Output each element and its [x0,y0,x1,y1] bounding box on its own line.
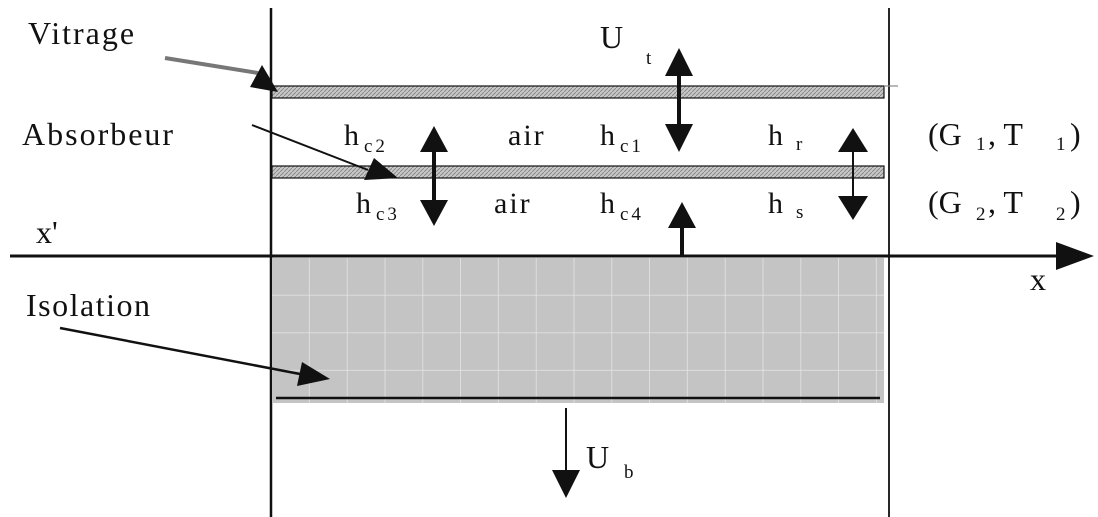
hc3-arrowhead-down [420,200,448,226]
vitrage-plate [271,85,885,99]
insulation-block [272,258,884,403]
hc4-subscript: c4 [620,204,644,225]
hc3-subscript: c3 [376,204,400,225]
ut-arrowhead-down [665,124,693,152]
upper-state-g-subscript: 1 [976,134,986,155]
upper-state-t-subscript: 1 [1056,134,1066,155]
hc1-symbol: h [600,119,615,152]
hc4-arrowhead-up [668,202,696,228]
hc2-arrowhead-up [420,126,448,152]
lower-state-label: (G 2 , T 2 ) [928,184,1081,225]
isolation-label: Isolation [26,287,151,323]
ut-subscript: t [646,48,652,69]
lower-state-t: , T [988,184,1023,220]
isolation-pointer-line [59,326,301,376]
vitrage-label: Vitrage [28,15,136,51]
absorbeur-plate [271,165,885,179]
upper-state-label: (G 1 , T 1 ) [928,116,1081,155]
upper-state-close: ) [1070,116,1081,152]
lower-state-t-subscript: 2 [1056,204,1066,225]
x-axis-arrowhead [1056,242,1094,270]
hr-arrowhead-up [838,128,868,152]
hr-symbol: h [768,119,783,152]
lower-state-g-subscript: 2 [976,204,986,225]
hs-symbol: h [768,187,783,220]
vitrage-pointer-arrowhead [250,65,278,92]
lower-state-close: ) [1070,184,1081,220]
vitrage-pointer-line [164,56,259,75]
hc2-symbol: h [344,119,359,152]
hc1-subscript: c1 [620,136,644,157]
absorbeur-pointer-arrowhead [364,158,398,180]
upper-state-open: (G [928,116,962,152]
hc4-symbol: h [600,187,615,220]
x-prime-label: x' [36,214,58,250]
absorbeur-label: Absorbeur [22,116,175,152]
ub-subscript: b [624,462,634,483]
upper-state-t: , T [988,116,1023,152]
lower-state-open: (G [928,184,962,220]
ut-symbol: U [600,19,623,55]
hs-arrowhead-down [838,196,868,220]
isolation-pointer-arrowhead [297,362,330,386]
ub-symbol: U [586,439,609,475]
ub-arrowhead-down [552,470,580,498]
hc3-symbol: h [356,187,371,220]
x-label: x [1030,261,1046,297]
absorbeur-pointer-line [251,124,369,171]
hs-subscript: s [796,202,803,223]
air-bottom-label: air [494,187,532,220]
hr-subscript: r [796,134,803,155]
air-top-label: air [508,119,546,152]
ut-arrowhead-up [665,48,693,76]
hc2-subscript: c2 [364,136,388,157]
